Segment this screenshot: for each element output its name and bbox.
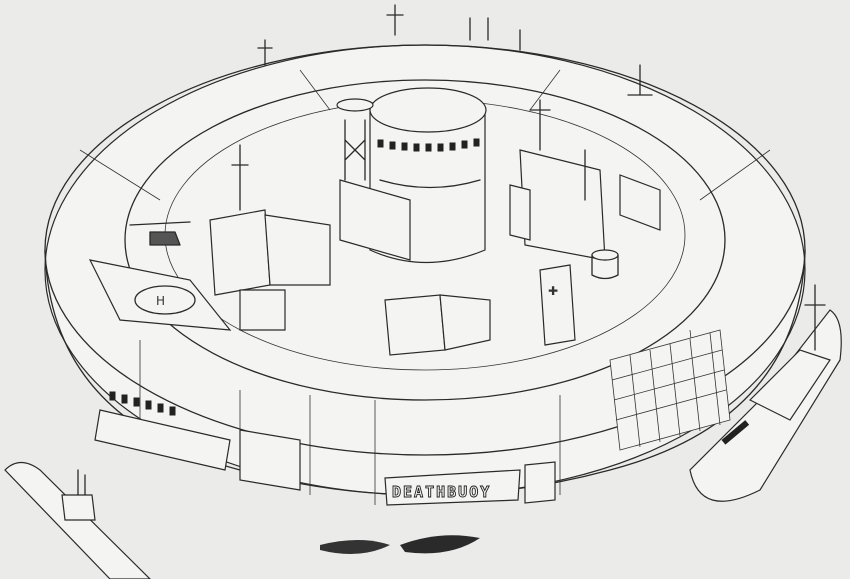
ring-hull xyxy=(44,44,806,505)
radar-dish-icon xyxy=(336,98,374,112)
submarine xyxy=(4,461,151,579)
front-docks xyxy=(94,409,556,504)
window-grid xyxy=(609,329,731,451)
warship xyxy=(689,284,842,502)
right-buildings xyxy=(509,149,661,261)
left-buildings xyxy=(209,209,491,356)
svg-text:✚: ✚ xyxy=(548,284,558,298)
central-tower xyxy=(336,87,487,264)
medical-tower: ✚ xyxy=(539,249,619,346)
patrol-boats xyxy=(320,535,480,554)
helicopter xyxy=(129,221,191,246)
helipad: H xyxy=(88,259,232,331)
hull-name-label: DEATHBUOY xyxy=(392,483,491,501)
antenna-masts xyxy=(231,4,653,211)
hull-nameplate: DEATHBUOY xyxy=(384,469,521,506)
svg-text:H: H xyxy=(156,294,165,308)
